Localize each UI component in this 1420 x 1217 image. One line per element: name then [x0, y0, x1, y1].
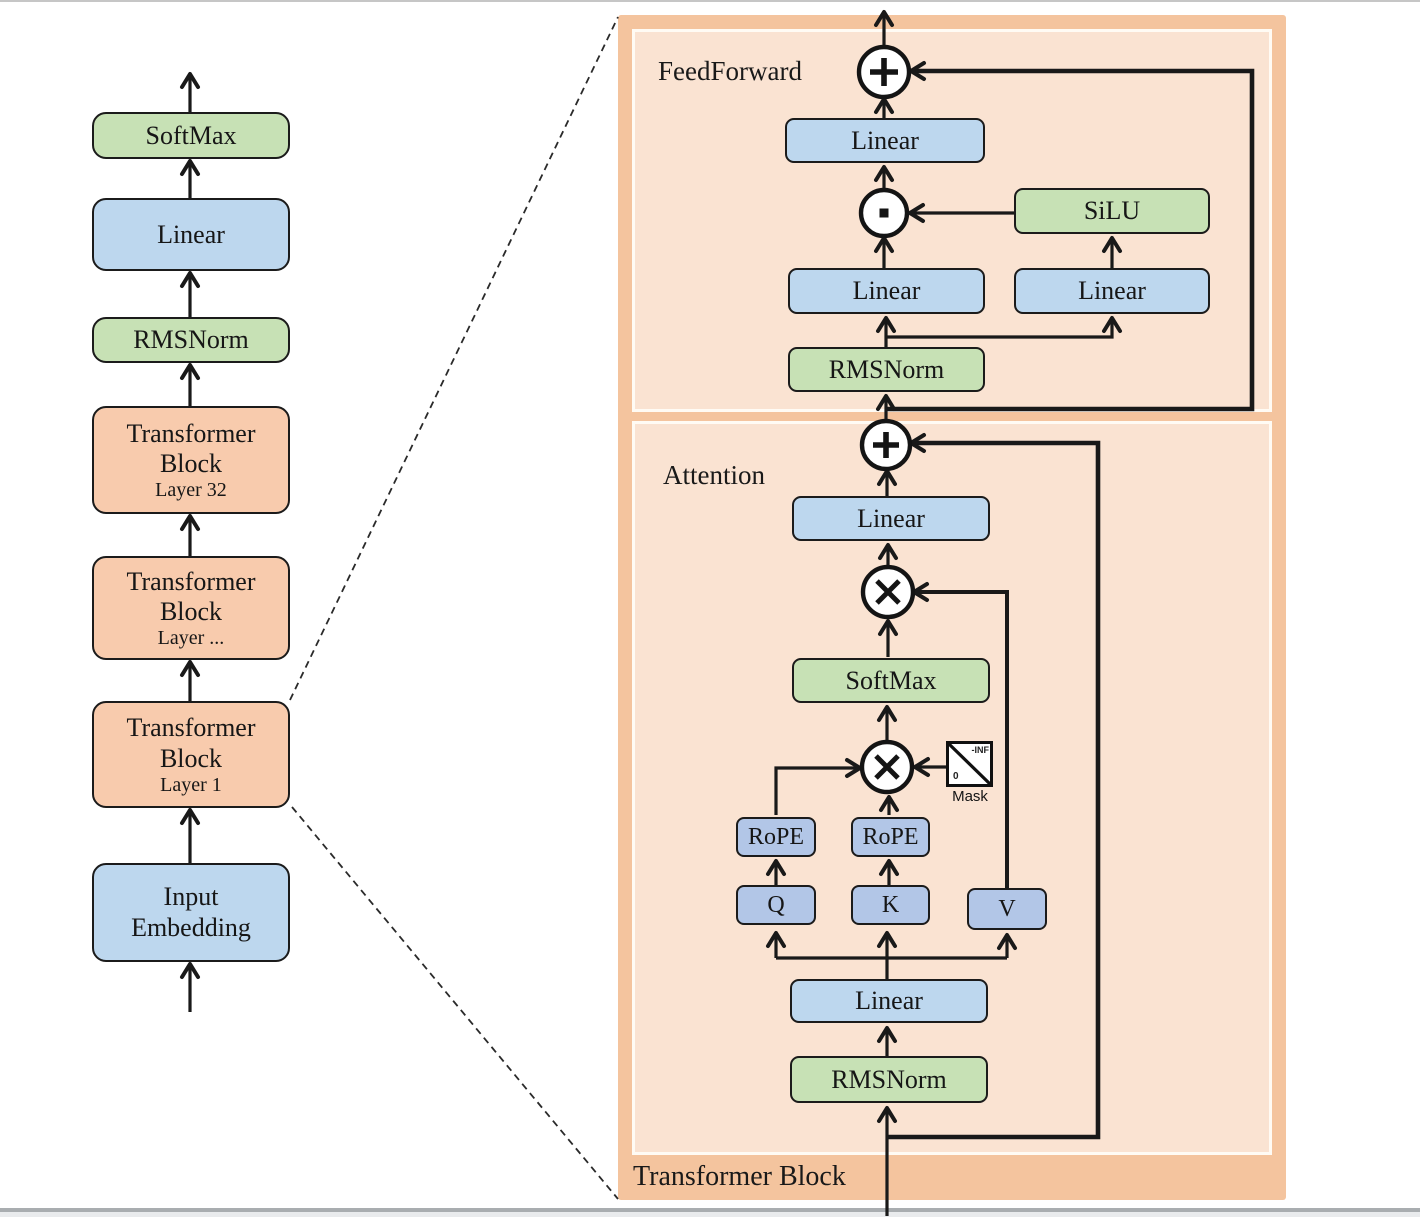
key-label: K — [881, 891, 900, 918]
zoom-guide-top — [289, 16, 619, 701]
ff-linear-right-label: Linear — [1078, 276, 1146, 305]
value-label: V — [998, 895, 1016, 922]
mask-neg-inf-label: -INF — [971, 745, 990, 755]
block-word: Block — [159, 743, 223, 773]
att-linear-out-box: Linear — [792, 496, 990, 541]
ff-linear-left-label: Linear — [852, 276, 921, 305]
mask-zero-label: 0 — [953, 771, 959, 782]
query-box: Q — [736, 885, 816, 925]
input-embedding-box: Input Embedding — [92, 863, 290, 962]
ff-linear-out-box: Linear — [785, 118, 985, 163]
softmax-label: SoftMax — [145, 120, 237, 150]
ff-linear-left-box: Linear — [788, 268, 985, 314]
att-rmsnorm-box: RMSNorm — [790, 1056, 988, 1103]
transformer-block-layerdots-box: Transformer Block Layer ... — [92, 556, 290, 660]
screenshot-bottom-border — [0, 1208, 1420, 1212]
att-rmsnorm-label: RMSNorm — [831, 1064, 947, 1094]
query-label: Q — [767, 891, 785, 918]
causal-mask-box: -INF 0 — [946, 741, 993, 787]
transformer-word: Transformer — [126, 713, 256, 743]
ff-silu-box: SiLU — [1014, 188, 1210, 234]
layer-1-label: Layer 1 — [160, 773, 222, 796]
block-word: Block — [159, 449, 223, 478]
linear-label: Linear — [157, 219, 225, 249]
transformer-word: Transformer — [126, 418, 256, 448]
layer-32-label: Layer 32 — [155, 479, 227, 502]
rmsnorm-box: RMSNorm — [92, 317, 290, 363]
transformer-word: Transformer — [126, 566, 256, 596]
layer-dots-label: Layer ... — [157, 627, 225, 650]
transformer-block-layer32-box: Transformer Block Layer 32 — [92, 406, 290, 514]
rmsnorm-label: RMSNorm — [133, 325, 249, 354]
zoom-guide-bottom — [291, 806, 619, 1200]
att-linear-in-label: Linear — [855, 986, 923, 1015]
transformer-block-panel-title: Transformer Block — [633, 1161, 846, 1192]
softmax-box: SoftMax — [92, 112, 290, 159]
input-word: Input — [163, 882, 219, 912]
ff-rmsnorm-box: RMSNorm — [788, 347, 985, 392]
ff-rmsnorm-label: RMSNorm — [828, 354, 945, 384]
transformer-block-layer1-box: Transformer Block Layer 1 — [92, 701, 290, 808]
embedding-word: Embedding — [131, 912, 251, 942]
screenshot-bottom-border-light — [0, 1212, 1420, 1217]
ff-silu-label: SiLU — [1083, 196, 1141, 225]
linear-box: Linear — [92, 198, 290, 271]
att-softmax-label: SoftMax — [845, 665, 937, 695]
ff-linear-out-label: Linear — [851, 125, 919, 155]
rope-k-label: RoPE — [862, 823, 919, 850]
block-word: Block — [159, 597, 223, 626]
mask-caption: Mask — [952, 788, 988, 805]
key-box: K — [851, 885, 930, 925]
rope-q-box: RoPE — [736, 817, 816, 857]
rope-q-label: RoPE — [747, 823, 804, 850]
attention-section-label: Attention — [663, 460, 765, 490]
att-linear-in-box: Linear — [790, 979, 988, 1023]
att-linear-out-label: Linear — [857, 503, 925, 533]
rope-k-box: RoPE — [851, 817, 930, 857]
feedforward-section-label: FeedForward — [658, 56, 802, 86]
screenshot-top-border — [0, 0, 1420, 2]
ff-linear-right-box: Linear — [1014, 268, 1210, 314]
value-box: V — [967, 888, 1047, 930]
att-softmax-box: SoftMax — [792, 658, 990, 703]
